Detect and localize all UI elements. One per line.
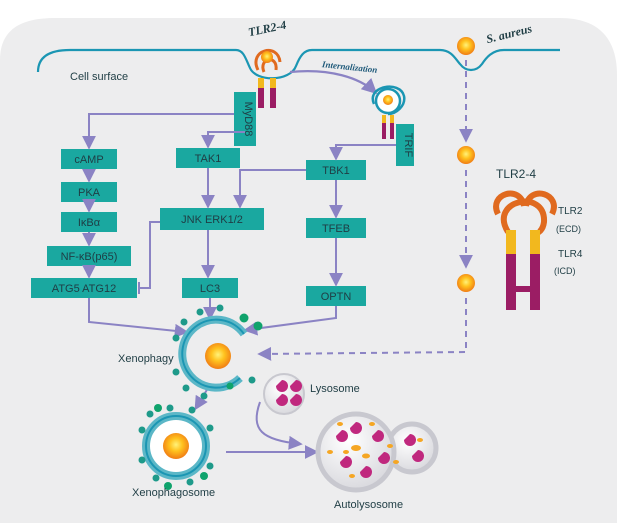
xenophagosome-label: Xenophagosome: [132, 487, 215, 499]
tak1-box: [176, 148, 240, 168]
nfkb-label: NF-κB(p65): [61, 251, 118, 263]
legend-tlr4: TLR4: [558, 249, 583, 260]
lc3-label: LC3: [200, 283, 220, 295]
xenophagy-label: Xenophagy: [118, 353, 174, 365]
arrow-optn-xenophagy: [243, 306, 337, 336]
legend-title: TLR2-4: [496, 167, 536, 181]
dashed-bacteria-path: [257, 60, 473, 361]
ikba-label: IκBα: [78, 217, 101, 229]
arrow-lysosome-autolysosome: [255, 401, 303, 450]
s-aureus-internal-2: [457, 274, 475, 292]
optn-label: OPTN: [321, 291, 352, 303]
atg-label: ATG5 ATG12: [52, 283, 116, 295]
lysosome-label: Lysosome: [310, 383, 360, 395]
lysosome: [263, 373, 305, 415]
camp-box: [61, 149, 117, 169]
inhibit-jnk-atg: [139, 221, 160, 289]
autolysosome-label: Autolysosome: [334, 499, 403, 511]
pka-label: PKA: [78, 187, 101, 199]
arrow-atg-xenophagy: [88, 298, 189, 338]
xenophagosome: [138, 404, 214, 490]
tlr-legend: TLR2-4 TLR2 (ECD) TLR4 (ICD): [493, 167, 583, 310]
arrow-trif-tbk1: [329, 144, 396, 161]
jnk-erk-box: [160, 208, 264, 230]
tbk1-box: [306, 160, 366, 180]
autolysosome: [315, 411, 439, 493]
cell-body: [0, 18, 617, 523]
atg-box: [31, 278, 137, 298]
myd88-label: MyD88: [242, 102, 254, 137]
xenophagy-phagophore: [172, 304, 263, 400]
trif-label: TRIF: [402, 133, 414, 158]
internalization-arrow: [289, 70, 378, 95]
jnk-erk-label: JNK ERK1/2: [181, 214, 243, 226]
tfeb-label: TFEB: [322, 223, 350, 235]
camp-label: cAMP: [74, 154, 103, 166]
s-aureus-bacterium: [457, 37, 475, 55]
tlr-receptor-surface: [254, 49, 282, 108]
nfkb-box: [47, 246, 131, 266]
bacterium-bound: [261, 51, 273, 63]
s-aureus-internal-1: [457, 146, 475, 164]
xenophagosome-bacterium: [163, 433, 189, 459]
pka-box: [61, 182, 117, 202]
lc3-box: [182, 278, 238, 298]
legend-icd: (ICD): [554, 266, 576, 276]
tbk1-label: TBK1: [322, 165, 350, 177]
arrow-myd88-camp: [82, 113, 234, 150]
optn-box: [306, 286, 366, 306]
endosome: [371, 85, 406, 139]
legend-ecd: (ECD): [556, 224, 581, 234]
cell-surface-label: Cell surface: [70, 71, 128, 83]
tfeb-box: [306, 218, 366, 238]
ikba-box: [61, 212, 117, 232]
legend-tlr2: TLR2: [558, 206, 583, 217]
arrow-myd88-tak1: [201, 131, 245, 149]
arrow-tbk1-erk: [233, 169, 306, 209]
pathway-arrows: [82, 113, 396, 459]
trif-box: [396, 124, 414, 166]
xenophagy-bacterium: [205, 343, 231, 369]
cell-membrane: [36, 48, 560, 80]
tak1-label: TAK1: [195, 153, 222, 165]
